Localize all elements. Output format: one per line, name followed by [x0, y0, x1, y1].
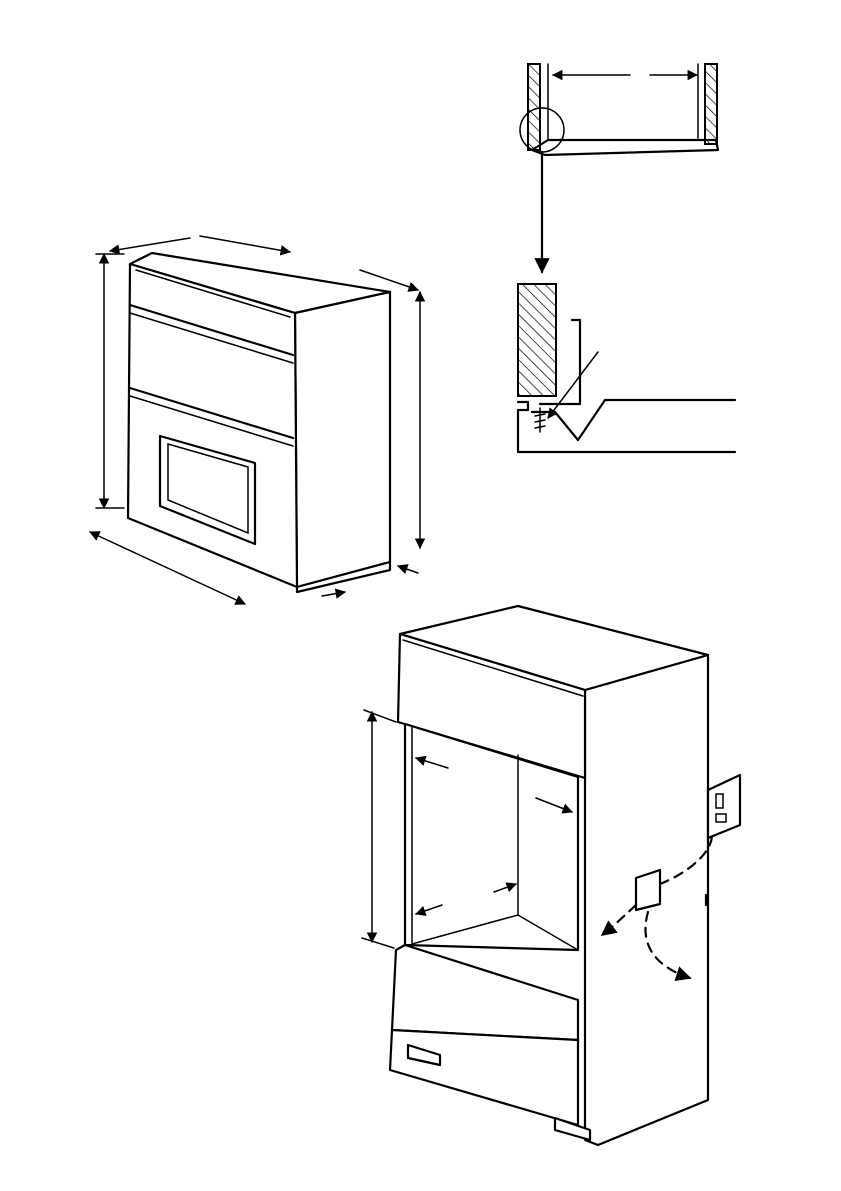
- oven-plinth-arrow-right: [398, 566, 418, 573]
- wall-socket-outlet: [708, 775, 740, 838]
- oven-unit-figure: [90, 236, 420, 604]
- opening-height-ext-top: [364, 710, 396, 722]
- oven-width-arrow-right: [200, 236, 290, 252]
- opening-height-ext-bottom: [362, 938, 394, 948]
- right-wall-section: [705, 64, 717, 144]
- oven-side-panel: [295, 292, 390, 587]
- oven-width-arrow-left: [110, 238, 190, 251]
- enlarged-wall-section: [518, 284, 556, 396]
- enlarged-shelf-edge: [532, 400, 735, 440]
- fixing-detail-figure: [518, 64, 735, 452]
- cabinet-plinth: [390, 1030, 578, 1125]
- cabinet-lower-front: [392, 945, 578, 1040]
- enlarged-base: [518, 402, 735, 452]
- oven-depth-arrow: [360, 270, 418, 290]
- oven-plinth-arrow-left: [322, 592, 345, 596]
- left-wall-section: [528, 64, 540, 150]
- housing-cabinet-figure: [362, 606, 740, 1145]
- detail-magnifier-circle: [520, 108, 564, 152]
- connection-box: [636, 870, 660, 910]
